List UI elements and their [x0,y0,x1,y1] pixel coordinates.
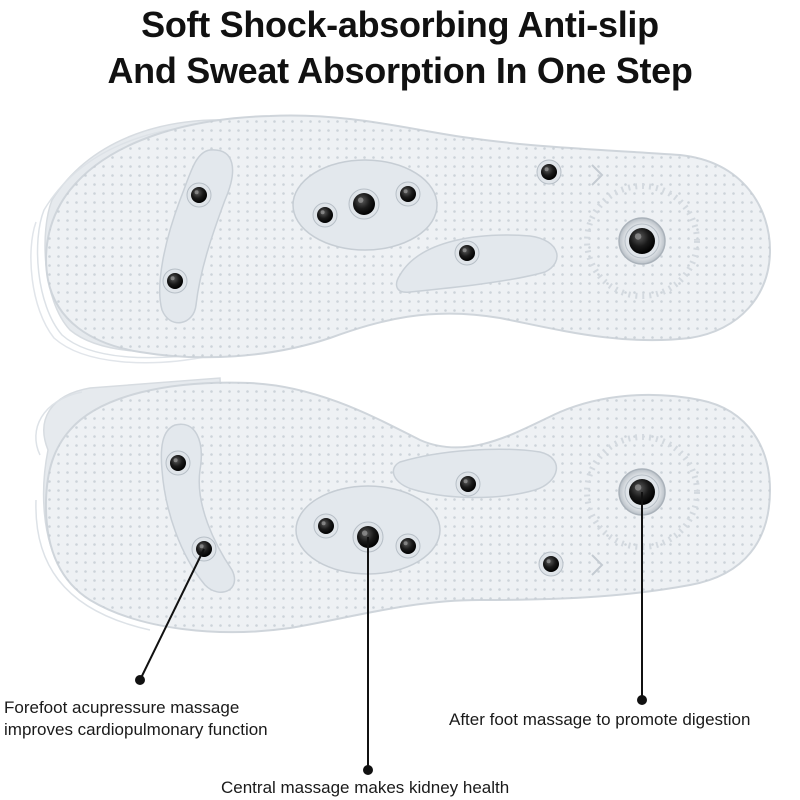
magnet-icon [541,164,557,180]
magnet-icon [191,187,207,203]
magnet-highlight [403,189,408,194]
magnet-icon [629,228,655,254]
callout-forefoot-line-1: Forefoot acupressure massage [4,698,240,717]
magnet-highlight [361,530,368,536]
magnet-icon [400,538,416,554]
headline-line-1: Soft Shock-absorbing Anti-slip [141,4,659,45]
leader-line-forefoot [139,548,205,681]
magnet-highlight [634,484,642,491]
magnet-icon [400,186,416,202]
callout-central: Central massage makes kidney health [221,778,510,797]
leader-lines [135,492,647,775]
magnet-icon [317,207,333,223]
callout-forefoot-line-2: improves cardiopulmonary function [4,720,268,739]
magnet-icon [459,245,475,261]
headline: Soft Shock-absorbing Anti-slip And Sweat… [0,2,800,94]
magnet-highlight [199,544,204,549]
magnet-highlight [544,167,549,172]
leader-dot-icon [135,675,145,685]
leader-dot-icon [363,765,373,775]
magnet-highlight [634,233,642,240]
magnet-highlight [463,479,468,484]
magnet-highlight [357,197,364,203]
magnet-highlight [320,210,325,215]
magnet-highlight [321,521,326,526]
magnet-highlight [194,190,199,195]
magnet-highlight [462,248,467,253]
insole-bottom [35,377,772,634]
headline-line-2: And Sweat Absorption In One Step [107,50,693,91]
magnet-icon [543,556,559,572]
leader-dot-icon [637,695,647,705]
magnet-icon [318,518,334,534]
magnet-highlight [170,276,175,281]
callout-forefoot: Forefoot acupressure massage improves ca… [4,697,268,741]
magnet-highlight [403,541,408,546]
magnet-icon [353,193,375,215]
magnet-icon [167,273,183,289]
magnet-highlight [546,559,551,564]
magnet-icon [170,455,186,471]
magnet-highlight [173,458,178,463]
magnet-icon [460,476,476,492]
callout-after-foot: After foot massage to promote digestion [449,710,751,729]
